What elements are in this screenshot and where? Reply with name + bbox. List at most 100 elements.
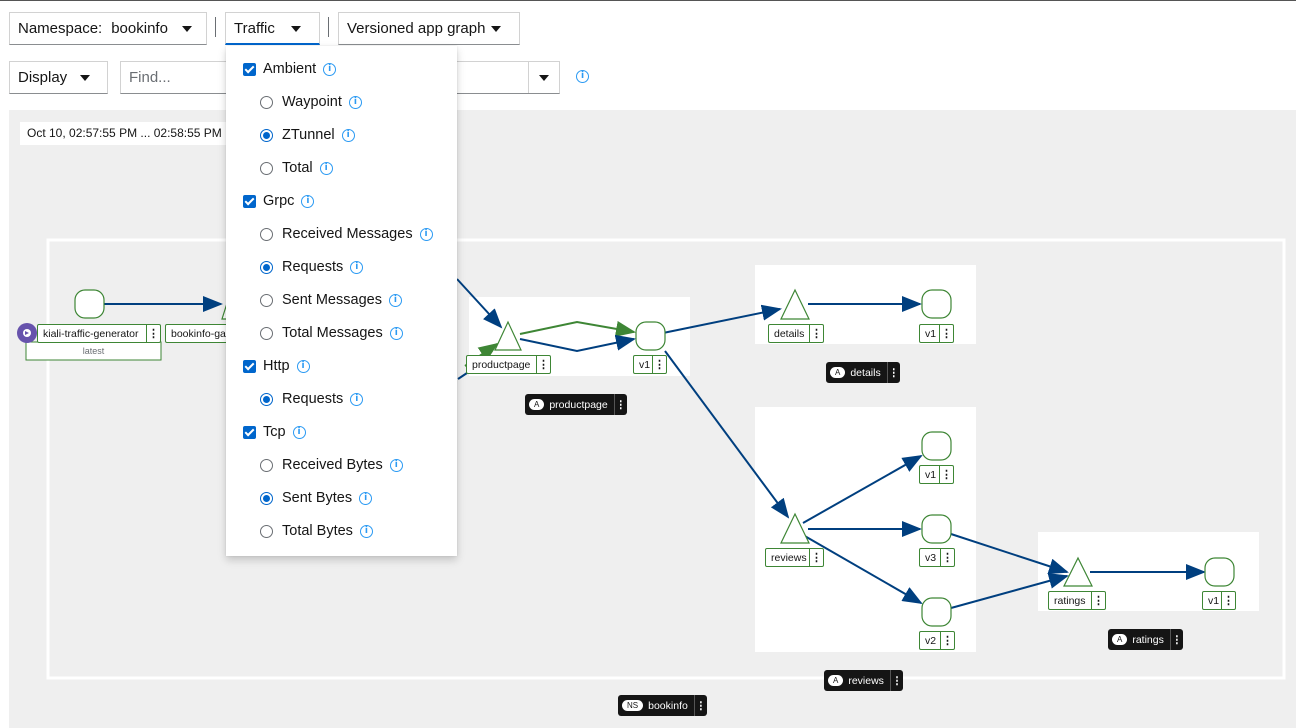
toolbar-divider <box>328 17 329 37</box>
radio-button[interactable] <box>260 524 273 538</box>
menu-item-grpc-requests[interactable]: Requests i <box>260 259 364 275</box>
box-tag-reviews[interactable]: A reviews⋮ <box>824 670 903 691</box>
kebab-icon[interactable]: ⋮ <box>809 549 823 566</box>
info-icon[interactable]: i <box>301 194 315 208</box>
kebab-icon[interactable]: ⋮ <box>886 362 900 383</box>
info-icon[interactable]: i <box>323 62 337 76</box>
node-label-ratings[interactable]: ratings⋮ <box>1048 591 1106 610</box>
traffic-dropdown[interactable]: Traffic <box>225 12 320 45</box>
radio-button[interactable] <box>260 227 273 241</box>
info-icon[interactable]: i <box>359 491 373 505</box>
chevron-down-icon[interactable] <box>539 75 549 81</box>
radio-button[interactable] <box>260 293 273 307</box>
menu-item-grpc-total[interactable]: Total Messages i <box>260 325 403 341</box>
graph-canvas[interactable] <box>9 110 1296 728</box>
menu-item-ztunnel[interactable]: ZTunnel i <box>260 127 355 143</box>
kebab-icon[interactable]: ⋮ <box>939 325 953 342</box>
kebab-icon[interactable]: ⋮ <box>889 670 903 691</box>
radio-button[interactable] <box>260 326 273 340</box>
namespace-label: Namespace: <box>18 20 103 37</box>
kebab-icon[interactable]: ⋮ <box>146 325 160 342</box>
info-icon[interactable]: i <box>350 392 364 406</box>
menu-item-tcp[interactable]: Tcp i <box>243 424 306 440</box>
menu-item-tcp-received[interactable]: Received Bytes i <box>260 457 403 473</box>
node-label-reviews-v3[interactable]: v3⋮ <box>919 548 955 567</box>
kebab-icon[interactable]: ⋮ <box>693 695 707 716</box>
info-icon[interactable]: i <box>292 425 306 439</box>
edge-reviews-v2 <box>802 534 923 604</box>
info-icon[interactable]: i <box>319 161 333 175</box>
menu-item-ambient-total[interactable]: Total i <box>260 160 333 176</box>
node-label-gateway[interactable]: bookinfo-ga <box>165 324 229 343</box>
box-tag-namespace[interactable]: NS bookinfo⋮ <box>618 695 707 716</box>
menu-item-http-requests[interactable]: Requests i <box>260 391 364 407</box>
radio-button-selected[interactable] <box>260 491 273 505</box>
node-label-productpage-v1[interactable]: v1⋮ <box>633 355 667 374</box>
menu-item-waypoint[interactable]: Waypoint i <box>260 94 362 110</box>
node-label-generator[interactable]: kiali-traffic-generator⋮ <box>37 324 161 343</box>
checkbox-checked[interactable] <box>243 62 256 76</box>
namespace-dropdown[interactable]: Namespace: bookinfo <box>9 12 207 45</box>
node-label-productpage[interactable]: productpage⋮ <box>466 355 551 374</box>
traffic-menu: Ambient i Waypoint i ZTunnel i Total i G… <box>226 46 457 556</box>
menu-item-ambient[interactable]: Ambient i <box>243 61 337 77</box>
info-icon[interactable]: i <box>419 227 433 241</box>
radio-button[interactable] <box>260 458 273 472</box>
kebab-icon[interactable]: ⋮ <box>1091 592 1105 609</box>
radio-button-selected[interactable] <box>260 128 273 142</box>
app-badge: A <box>529 399 545 410</box>
menu-item-tcp-total[interactable]: Total Bytes i <box>260 523 373 539</box>
kebab-icon[interactable]: ⋮ <box>536 356 550 373</box>
menu-item-http[interactable]: Http i <box>243 358 310 374</box>
box-tag-ratings[interactable]: A ratings⋮ <box>1108 629 1183 650</box>
edge-v3-ratings <box>950 533 1069 574</box>
traffic-label: Traffic <box>234 19 275 37</box>
display-label: Display <box>18 69 68 86</box>
info-icon[interactable]: i <box>389 326 403 340</box>
node-version-generator: latest <box>82 346 105 356</box>
checkbox-checked[interactable] <box>243 425 256 439</box>
chevron-down-icon <box>291 26 301 32</box>
menu-item-grpc-sent[interactable]: Sent Messages i <box>260 292 402 308</box>
kebab-icon[interactable]: ⋮ <box>809 325 823 342</box>
info-icon[interactable]: i <box>341 128 355 142</box>
info-icon[interactable]: i <box>389 458 403 472</box>
graph-type-dropdown[interactable]: Versioned app graph <box>338 12 520 45</box>
checkbox-checked[interactable] <box>243 359 256 373</box>
node-label-details-v1[interactable]: v1⋮ <box>919 324 954 343</box>
node-label-ratings-v1[interactable]: v1⋮ <box>1202 591 1236 610</box>
kebab-icon[interactable]: ⋮ <box>1169 629 1183 650</box>
find-placeholder: Find... <box>129 69 171 86</box>
edge-v2-ratings <box>950 573 1069 609</box>
info-icon[interactable]: i <box>388 293 402 307</box>
info-icon[interactable]: i <box>348 95 362 109</box>
radio-button[interactable] <box>260 95 273 109</box>
find-divider <box>528 62 529 93</box>
menu-item-grpc[interactable]: Grpc i <box>243 193 315 209</box>
kebab-icon[interactable]: ⋮ <box>1221 592 1235 609</box>
node-reviews-v3 <box>921 514 952 544</box>
box-tag-details[interactable]: A details⋮ <box>826 362 900 383</box>
display-dropdown[interactable]: Display <box>9 61 108 94</box>
kebab-icon[interactable]: ⋮ <box>940 549 954 566</box>
radio-button-selected[interactable] <box>260 260 273 274</box>
node-label-reviews[interactable]: reviews⋮ <box>765 548 824 567</box>
kebab-icon[interactable]: ⋮ <box>939 466 953 483</box>
kebab-icon[interactable]: ⋮ <box>940 632 954 649</box>
info-icon[interactable]: i <box>350 260 364 274</box>
node-label-details[interactable]: details⋮ <box>768 324 824 343</box>
box-tag-productpage[interactable]: A productpage⋮ <box>525 394 627 415</box>
node-label-reviews-v1[interactable]: v1⋮ <box>919 465 954 484</box>
radio-button-selected[interactable] <box>260 392 273 406</box>
node-reviews <box>780 512 810 544</box>
info-icon[interactable]: i <box>576 70 589 83</box>
checkbox-checked[interactable] <box>243 194 256 208</box>
info-icon[interactable]: i <box>296 359 310 373</box>
menu-item-grpc-received[interactable]: Received Messages i <box>260 226 433 242</box>
info-icon[interactable]: i <box>359 524 373 538</box>
kebab-icon[interactable]: ⋮ <box>613 394 627 415</box>
kebab-icon[interactable]: ⋮ <box>652 356 666 373</box>
node-label-reviews-v2[interactable]: v2⋮ <box>919 631 955 650</box>
radio-button[interactable] <box>260 161 273 175</box>
menu-item-tcp-sent[interactable]: Sent Bytes i <box>260 490 373 506</box>
